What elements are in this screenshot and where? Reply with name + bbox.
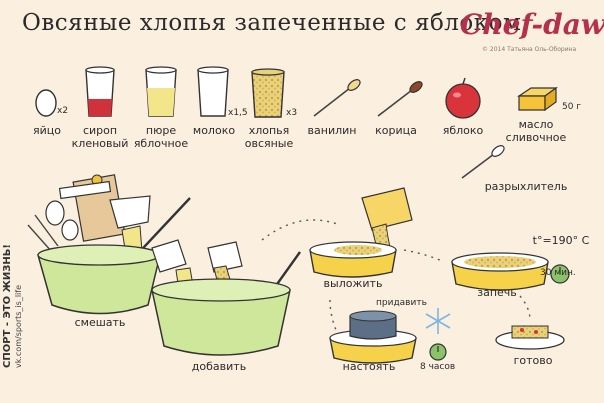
syrup-label-1: сироп <box>82 124 118 137</box>
puree-label-2: яблочное <box>133 137 189 150</box>
cinnamon-spoon-icon <box>377 81 423 117</box>
dish-rest <box>329 310 417 364</box>
brand-logo: Chef-daw <box>460 8 604 41</box>
butter-icon <box>517 86 558 112</box>
puree-label-1: пюре <box>145 124 177 137</box>
step-connectors <box>261 219 531 331</box>
baking-powder-label: разрыхлитель <box>484 180 568 193</box>
dish-lay-out <box>309 187 413 278</box>
step-sprinkle-label: придавить <box>376 298 427 308</box>
cinnamon-label: корица <box>375 124 417 137</box>
syrup-label-2: кленовый <box>71 137 129 150</box>
apple-icon <box>445 77 481 119</box>
egg-qty: x2 <box>57 106 69 116</box>
sidebar-brand: СПОРТ - ЭТО ЖИЗНЬ! <box>2 244 13 368</box>
timer-icon <box>550 264 570 284</box>
milk-qty: x1,5 <box>228 108 248 118</box>
snowflake-icon <box>425 308 451 334</box>
copyright-note: © 2014 Татьяна Оль-Оборина <box>482 46 577 53</box>
step-add-label: добавить <box>191 360 247 373</box>
butter-label-1: масло <box>518 118 554 131</box>
butter-qty: 50 г <box>562 102 582 112</box>
syrup-glass-icon <box>85 66 115 117</box>
bake-time-label: 30 мин. <box>540 268 576 278</box>
oats-label-1: хлопья <box>248 124 290 137</box>
step-done-label: готово <box>513 354 553 367</box>
puree-glass-icon <box>145 66 177 117</box>
mixing-bowl-1 <box>27 174 191 315</box>
egg-label: яйцо <box>33 124 61 137</box>
baking-powder-spoon-icon <box>461 145 505 179</box>
milk-glass-icon <box>197 66 229 117</box>
dish-bake <box>451 252 549 291</box>
bake-temp-label: t°=190° C <box>532 234 590 247</box>
mixing-bowl-2 <box>151 239 301 356</box>
vanilla-spoon-icon <box>313 79 361 117</box>
page-title: Овсяные хлопья запеченные с яблоком <box>22 10 522 36</box>
egg-icon <box>35 89 57 117</box>
step-bake-label: запечь <box>477 286 517 299</box>
step-lay-out-label: выложить <box>323 277 383 290</box>
oats-label-2: овсяные <box>244 137 294 150</box>
finished-bake-plate <box>495 325 565 350</box>
oats-qty: x3 <box>286 108 298 118</box>
step-rest-label: настоять <box>342 360 396 373</box>
rest-time-label: 8 часов <box>420 362 456 372</box>
sidebar-url: vk.com/sports_is_life <box>14 285 23 368</box>
oats-glass-icon <box>251 68 285 118</box>
clock-icon <box>429 343 447 361</box>
milk-label: молоко <box>192 124 236 137</box>
step-mix-label: смешать <box>74 316 126 329</box>
butter-label-2: сливочное <box>505 131 567 144</box>
apple-label: яблоко <box>442 124 484 137</box>
vanilla-label: ванилин <box>307 124 357 137</box>
